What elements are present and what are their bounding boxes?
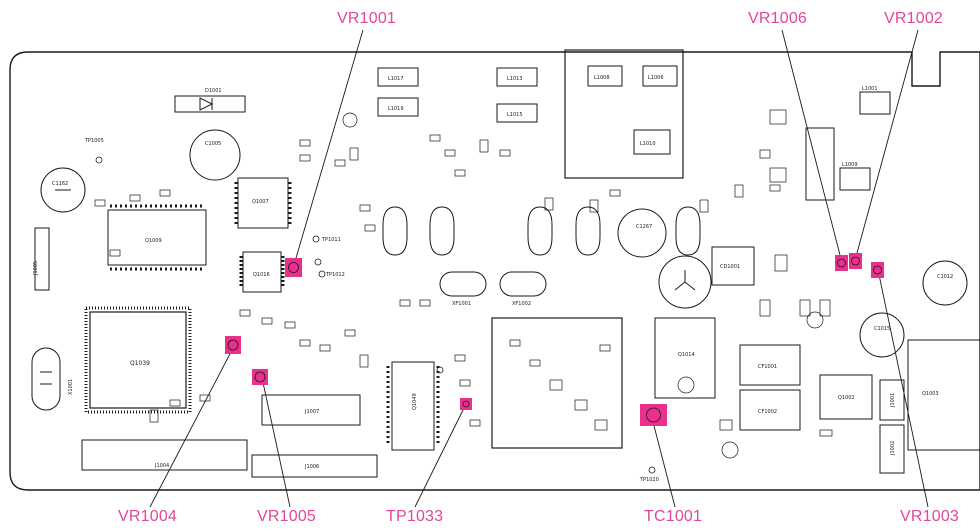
q1014-label: Q1014: [678, 352, 695, 358]
c1005-capacitor: [189, 129, 241, 181]
l1015-label: L1015: [507, 112, 523, 118]
c1012-label: C1012: [937, 274, 953, 280]
l1013-label: L1013: [507, 76, 523, 82]
j1007-connector: [261, 394, 361, 426]
small-component-field: [94, 109, 833, 459]
q1039-ic: Q1039: [84, 306, 192, 414]
callout-tc1001: TC1001: [644, 508, 703, 525]
c1267-capacitor: [617, 208, 667, 258]
cf1001-filter: [739, 344, 801, 386]
cf1001-label: CF1001: [758, 364, 777, 370]
q1009-label: Q1009: [145, 238, 162, 244]
coil-group-top: [377, 65, 678, 155]
test-points: [95, 156, 656, 474]
x1001-label: X1001: [68, 379, 74, 395]
callout-vr1005: VR1005: [257, 508, 317, 525]
callout-tp1033: TP1033: [386, 508, 444, 525]
trimmer-outlines: [382, 206, 701, 256]
xf1002-label: XF1002: [512, 301, 531, 307]
j1004-connector: [81, 439, 248, 471]
board-outline: [9, 51, 980, 491]
xf1001-filter: [439, 271, 487, 297]
q1009-ic: Q1009: [107, 204, 207, 271]
c1015-label: C1015: [874, 326, 890, 332]
vr1005-marker: [252, 369, 268, 385]
q1039-label: Q1039: [130, 360, 150, 367]
j1001-connector: [879, 379, 905, 421]
l1008-label: L1008: [594, 75, 610, 81]
tp1012-label: TP1012: [325, 272, 345, 278]
j1004-label: J1004: [154, 463, 169, 469]
c1162-label: C1162: [52, 181, 68, 187]
l1019-label: L1019: [388, 106, 404, 112]
c1015-capacitor: [859, 312, 905, 358]
c1012-capacitor: [922, 260, 968, 306]
l1006-label: L1006: [648, 75, 664, 81]
q1003-block: [907, 339, 980, 451]
j1007-label: J1007: [304, 409, 319, 415]
vr1006-marker: [835, 255, 848, 271]
l1017-label: L1017: [388, 76, 404, 82]
d1001-diode: [174, 95, 246, 113]
l1009-label: L1009: [842, 162, 858, 168]
cd1001-component: [711, 246, 755, 286]
callout-vr1001: VR1001: [337, 10, 397, 27]
c1267-label: C1267: [636, 224, 652, 230]
q1007-ic: Q1007: [234, 177, 292, 229]
q1007-label: Q1007: [252, 199, 269, 205]
x1001-crystal: [31, 347, 61, 411]
rf-shield-module: [491, 317, 623, 449]
tp1011-label: TP1011: [321, 237, 341, 243]
d1003-bridge: [805, 127, 835, 201]
callout-vr1003: VR1003: [900, 508, 960, 525]
callout-vr1004: VR1004: [118, 508, 178, 525]
vr1002-marker: [849, 253, 862, 269]
l1001-label: L1001: [862, 86, 878, 92]
tp1033-marker: [460, 398, 472, 410]
d1001-label: D1001: [205, 88, 222, 94]
j1005-label: J1005: [33, 261, 39, 276]
callout-leaders: [149, 29, 929, 508]
q1049-label: Q1049: [412, 393, 418, 410]
tc1001-marker: [640, 404, 667, 426]
cf1002-filter: [739, 389, 801, 431]
xf1001-label: XF1001: [452, 301, 471, 307]
q1016-label: Q1016: [253, 272, 270, 278]
l1010-label: L1010: [640, 141, 656, 147]
j1001-label: J1001: [890, 393, 896, 408]
j1006-label: J1006: [304, 464, 319, 470]
xf1002-filter: [499, 271, 547, 297]
q1014-transistor: Q1014: [654, 255, 716, 399]
vr1003-marker: [871, 262, 884, 278]
c1005-label: C1005: [205, 141, 221, 147]
q1049-ic: Q1049: [386, 361, 440, 451]
j1002-connector: [879, 424, 905, 474]
callout-vr1002: VR1002: [884, 10, 944, 27]
c1162-capacitor: [40, 167, 86, 213]
top-shield-module: [564, 49, 684, 179]
cf1002-label: CF1002: [758, 409, 777, 415]
j1006-connector: [251, 454, 378, 478]
q1002-transistor: [819, 374, 873, 420]
j1002-label: J1002: [890, 441, 896, 456]
l1009-coil: [839, 167, 871, 191]
q1016-ic: Q1016: [239, 251, 285, 293]
cd1001-label: CD1001: [720, 264, 740, 270]
l1001-coil: [859, 91, 891, 115]
highlighted-trimmers: [225, 253, 884, 426]
j1005-connector: [34, 227, 50, 291]
vr1004-marker: [225, 336, 241, 354]
tp1005-label: TP1005: [84, 138, 104, 144]
q1002-label: Q1002: [838, 395, 855, 401]
vr1001-marker: [285, 258, 302, 277]
callout-vr1006: VR1006: [748, 10, 808, 27]
tp1020-label: TP1020: [639, 477, 659, 483]
q1003-label: Q1003: [922, 391, 939, 397]
